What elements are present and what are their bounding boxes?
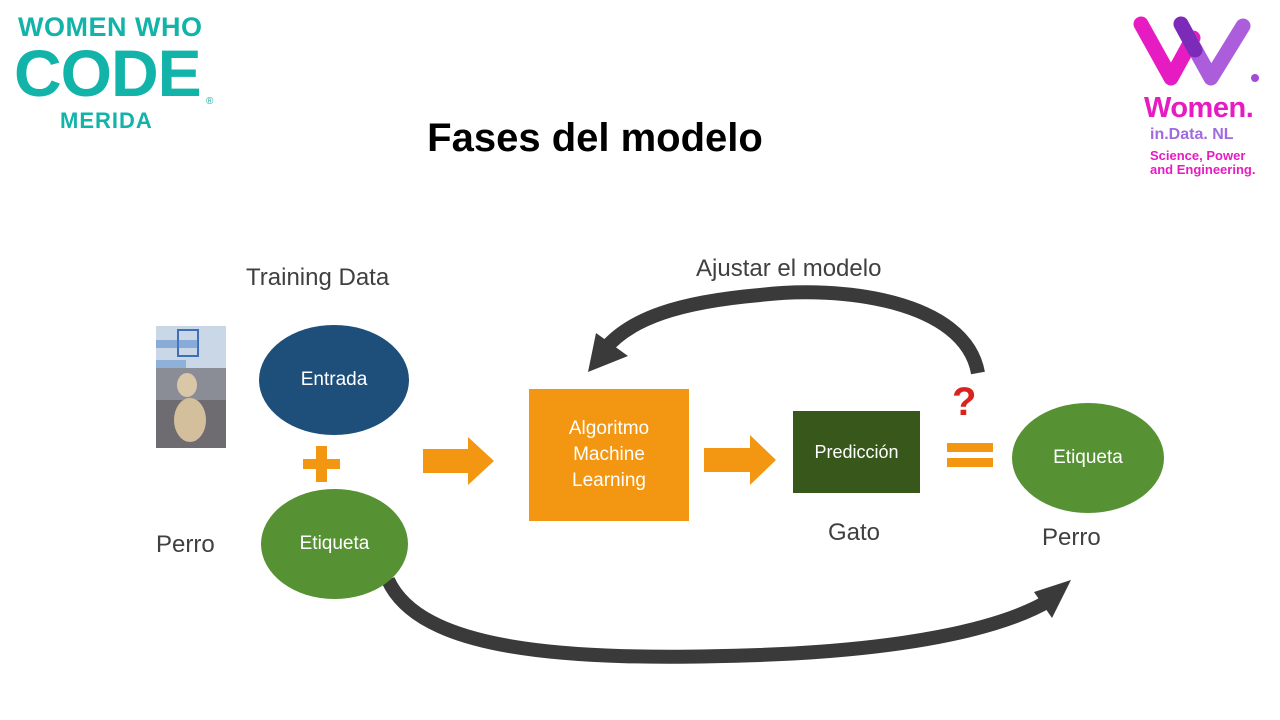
etiqueta-label-left: Etiqueta — [299, 533, 370, 554]
plus-icon — [303, 446, 340, 482]
wwc-logo-line2: CODE — [14, 36, 202, 110]
entrada-label: Entrada — [300, 369, 368, 390]
arrow-right-icon — [704, 435, 776, 485]
entrada-node: Entrada — [259, 325, 409, 435]
women-in-data-line3: Science, Power — [1150, 148, 1246, 163]
wwc-logo-registered: ® — [206, 96, 214, 107]
algorithm-line-1: Algoritmo — [568, 418, 650, 439]
algorithm-node: Algoritmo Machine Learning — [529, 389, 689, 521]
wwc-logo-line1: WOMEN WHO — [18, 12, 203, 42]
perro-label-left: Perro — [156, 531, 215, 558]
training-data-label: Training Data — [246, 264, 390, 291]
women-in-data-logo-mark — [1133, 16, 1259, 86]
dog-photo — [156, 326, 226, 448]
feedback-arrow — [588, 285, 985, 375]
perro-label-right: Perro — [1042, 524, 1101, 551]
prediccion-node: Predicción — [793, 411, 920, 493]
etiqueta-node-left: Etiqueta — [261, 489, 408, 599]
prediccion-label: Predicción — [814, 441, 899, 462]
women-in-data-line1: Women. — [1144, 92, 1254, 124]
women-in-data-line2: in.Data. NL — [1150, 126, 1234, 143]
etiqueta-node-right: Etiqueta — [1012, 403, 1164, 513]
question-mark: ? — [952, 380, 977, 424]
algorithm-line-3: Learning — [572, 470, 646, 491]
arrow-right-icon — [423, 437, 494, 485]
women-in-data-line4: and Engineering. — [1150, 162, 1256, 177]
algorithm-line-2: Machine — [573, 444, 645, 465]
etiqueta-label-right: Etiqueta — [1053, 447, 1123, 468]
gato-label: Gato — [828, 519, 881, 546]
wwc-logo-line3: MERIDA — [60, 108, 153, 133]
ajustar-modelo-label: Ajustar el modelo — [696, 255, 882, 282]
equals-icon — [947, 443, 993, 467]
label-arrow — [381, 576, 1071, 664]
page-title: Fases del modelo — [427, 116, 763, 160]
